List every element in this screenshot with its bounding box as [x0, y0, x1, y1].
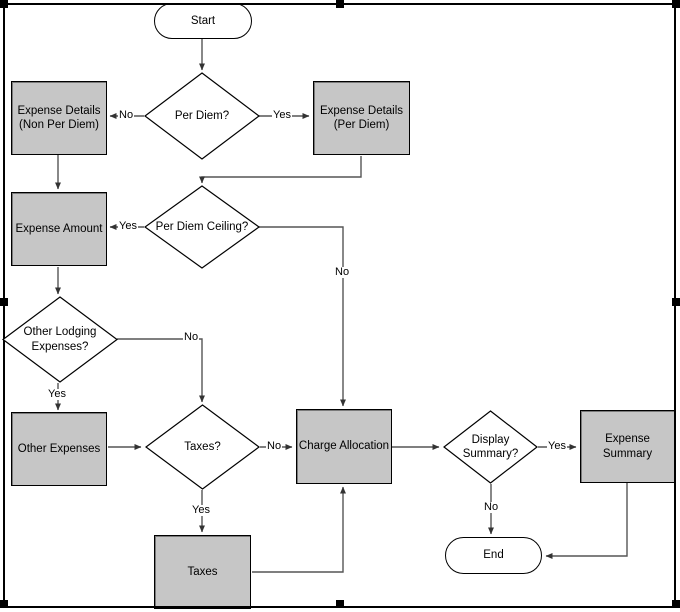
wire-lodging-no [117, 338, 205, 403]
node-per-diem-ceiling-label: Per Diem Ceiling? [155, 220, 249, 233]
edge-label-summary-no: No [483, 501, 500, 513]
node-other-expenses[interactable]: Other Expenses [11, 412, 107, 486]
diamond-shape [144, 72, 260, 160]
node-other-expenses-label: Other Expenses [17, 442, 101, 455]
selection-handle-bottom-left[interactable] [0, 600, 8, 608]
edge-label-taxes-no: No [266, 440, 283, 452]
edge-label-lodging-no: No [183, 331, 200, 343]
node-other-lodging-expenses-label: Other Lodging Expenses? [23, 326, 97, 353]
edge-label-taxes-yes: Yes [191, 504, 211, 516]
edge-label-per-diem-no: No [118, 109, 135, 121]
diamond-shape [443, 410, 538, 484]
wire-taxesbox-to-charge [252, 486, 346, 573]
wire-ceiling-no [259, 226, 346, 407]
edge-label-per-diem-yes: Yes [272, 109, 292, 121]
node-expense-details-per-diem-label: Expense Details (Per Diem) [319, 104, 404, 131]
node-display-summary[interactable]: Display Summary? [443, 410, 538, 484]
node-expense-details-non-per-diem-label: Expense Details (Non Per Diem) [17, 104, 101, 131]
node-display-summary-label: Display Summary? [462, 433, 519, 460]
node-charge-allocation[interactable]: Charge Allocation [296, 409, 392, 484]
selection-handle-bottom-center[interactable] [336, 600, 344, 608]
node-end[interactable]: End [445, 537, 542, 574]
node-expense-amount[interactable]: Expense Amount [11, 192, 107, 266]
diamond-shape [144, 185, 260, 269]
node-taxes-label: Taxes [187, 565, 218, 578]
selection-handle-middle-right[interactable] [672, 298, 680, 306]
selection-handle-top-right[interactable] [672, 0, 680, 8]
node-per-diem-ceiling[interactable]: Per Diem Ceiling? [144, 185, 260, 269]
node-expense-details-non-per-diem[interactable]: Expense Details (Non Per Diem) [11, 81, 107, 155]
node-taxes[interactable]: Taxes [154, 535, 251, 609]
node-other-lodging-expenses[interactable]: Other Lodging Expenses? [2, 296, 118, 383]
node-expense-details-per-diem[interactable]: Expense Details (Per Diem) [313, 81, 410, 155]
edge-label-ceiling-yes: Yes [118, 220, 138, 232]
selection-handle-top-left[interactable] [0, 0, 8, 8]
node-start[interactable]: Start [154, 3, 252, 39]
selection-handle-top-center[interactable] [336, 0, 344, 8]
node-per-diem[interactable]: Per Diem? [144, 72, 260, 160]
node-expense-summary[interactable]: Expense Summary [580, 410, 675, 483]
node-charge-allocation-label: Charge Allocation [298, 440, 390, 453]
node-expense-summary-label: Expense Summary [602, 433, 653, 460]
wire-expsummary-to-end [545, 483, 628, 559]
node-taxes-decision[interactable]: Taxes? [145, 404, 260, 490]
edge-label-summary-yes: Yes [547, 440, 567, 452]
diamond-shape [2, 296, 118, 383]
edge-label-lodging-yes: Yes [47, 388, 67, 400]
node-per-diem-label: Per Diem? [174, 109, 230, 122]
selection-handle-middle-left[interactable] [0, 298, 8, 306]
wire-perdiem-to-ceiling [199, 156, 362, 184]
node-expense-amount-label: Expense Amount [15, 222, 103, 235]
node-start-label: Start [190, 14, 216, 27]
diamond-shape [145, 404, 260, 490]
node-end-label: End [483, 549, 504, 562]
selection-handle-bottom-right[interactable] [672, 600, 680, 608]
node-taxes-decision-label: Taxes? [184, 440, 221, 453]
edge-label-ceiling-no: No [334, 266, 351, 278]
